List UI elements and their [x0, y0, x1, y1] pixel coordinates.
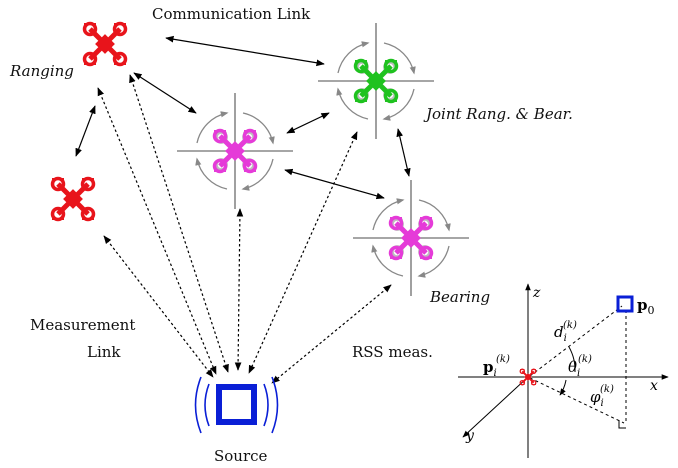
- y-axis: [462, 376, 529, 438]
- pi-sup: (k): [496, 354, 510, 365]
- rss-label: RSS meas.: [352, 343, 433, 361]
- pi-label: pi: [483, 358, 497, 379]
- target-p0-icon: [616, 295, 634, 313]
- measurement-label-line1: Measurement: [30, 316, 135, 334]
- coordinate-inset: z x y p0 pi (k) di (k) θi (k) φi (k): [458, 283, 669, 458]
- joint-drone: [318, 23, 434, 139]
- source-icon: [194, 376, 279, 434]
- right-angle-mark: [618, 420, 626, 429]
- meas-link-r1b: [97, 87, 217, 375]
- p0-label: p0: [637, 296, 655, 317]
- comm-link-r1-b1: [133, 72, 197, 114]
- phi-arc: [559, 379, 567, 396]
- ranging-drone-top: [84, 24, 126, 65]
- range-line: [529, 305, 623, 377]
- bearing-label: Bearing: [429, 288, 490, 306]
- measurement-label-line2: Link: [87, 343, 121, 361]
- phi-sup: (k): [600, 384, 614, 395]
- ranging-drone-left: [52, 179, 94, 220]
- measurement-links: [97, 74, 392, 384]
- phi-label: φi: [590, 388, 604, 409]
- meas-link-joint: [248, 131, 358, 374]
- z-axis-label: z: [532, 285, 541, 301]
- source-label: Source: [214, 447, 268, 465]
- x-axis-label: x: [650, 378, 658, 394]
- y-axis-label: y: [465, 428, 475, 444]
- theta-label: θi: [568, 358, 580, 379]
- comm-link-joint-b2: [396, 128, 411, 177]
- comm-link-b1-joint: [286, 112, 330, 134]
- theta-arc: [568, 346, 576, 373]
- bearing-drone-center: [177, 93, 293, 209]
- ranging-label: Ranging: [9, 62, 74, 80]
- comm-link-r1-joint: [165, 35, 325, 67]
- joint-label: Joint Rang. & Bear.: [423, 105, 573, 123]
- communication-link-label: Communication Link: [152, 5, 311, 23]
- projection-ground: [529, 377, 625, 424]
- meas-link-b1: [234, 208, 244, 371]
- d-sup: (k): [563, 320, 577, 331]
- bearing-drone-right: [353, 180, 469, 296]
- comm-link-r1-r2: [75, 105, 96, 157]
- meas-link-b2: [271, 284, 392, 384]
- theta-sup: (k): [578, 354, 592, 365]
- comm-link-b1-b2: [284, 168, 385, 200]
- d-label: di: [554, 323, 567, 344]
